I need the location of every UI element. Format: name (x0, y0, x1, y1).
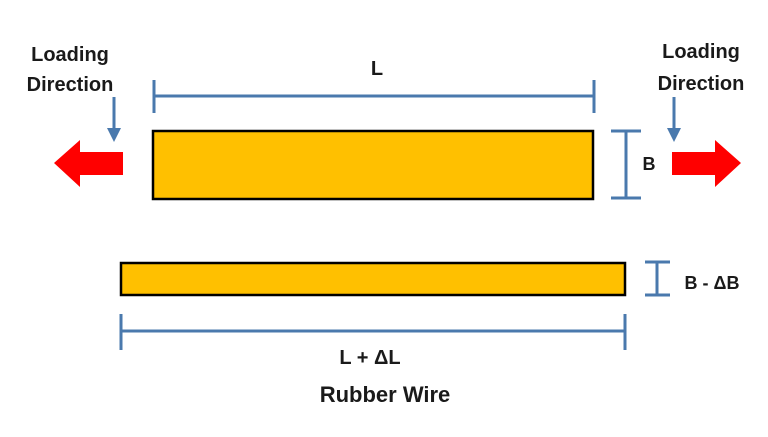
length-label: L (371, 58, 383, 80)
reduced-breadth-label: B - ΔB (685, 273, 740, 293)
original-wire-bar (151, 129, 595, 201)
diagram-title: Rubber Wire (320, 382, 451, 407)
direction-label-right: Direction (658, 73, 745, 95)
loading-label-right: Loading (662, 41, 740, 63)
breadth-dimension-line (611, 129, 641, 200)
reduced-breadth-dimension-line (645, 260, 670, 297)
arrow-right-icon (672, 140, 741, 187)
direction-label-left: Direction (27, 74, 114, 96)
loading-label-left: Loading (31, 44, 109, 66)
extended-length-label: L + ΔL (339, 347, 400, 369)
breadth-label: B (643, 154, 656, 174)
stretched-wire-bar (119, 261, 627, 297)
arrow-left-icon (54, 140, 123, 187)
arrow-down-icon (107, 97, 121, 142)
arrow-down-icon (667, 97, 681, 142)
extended-length-dimension-line (119, 314, 627, 350)
length-dimension-line (152, 80, 596, 113)
